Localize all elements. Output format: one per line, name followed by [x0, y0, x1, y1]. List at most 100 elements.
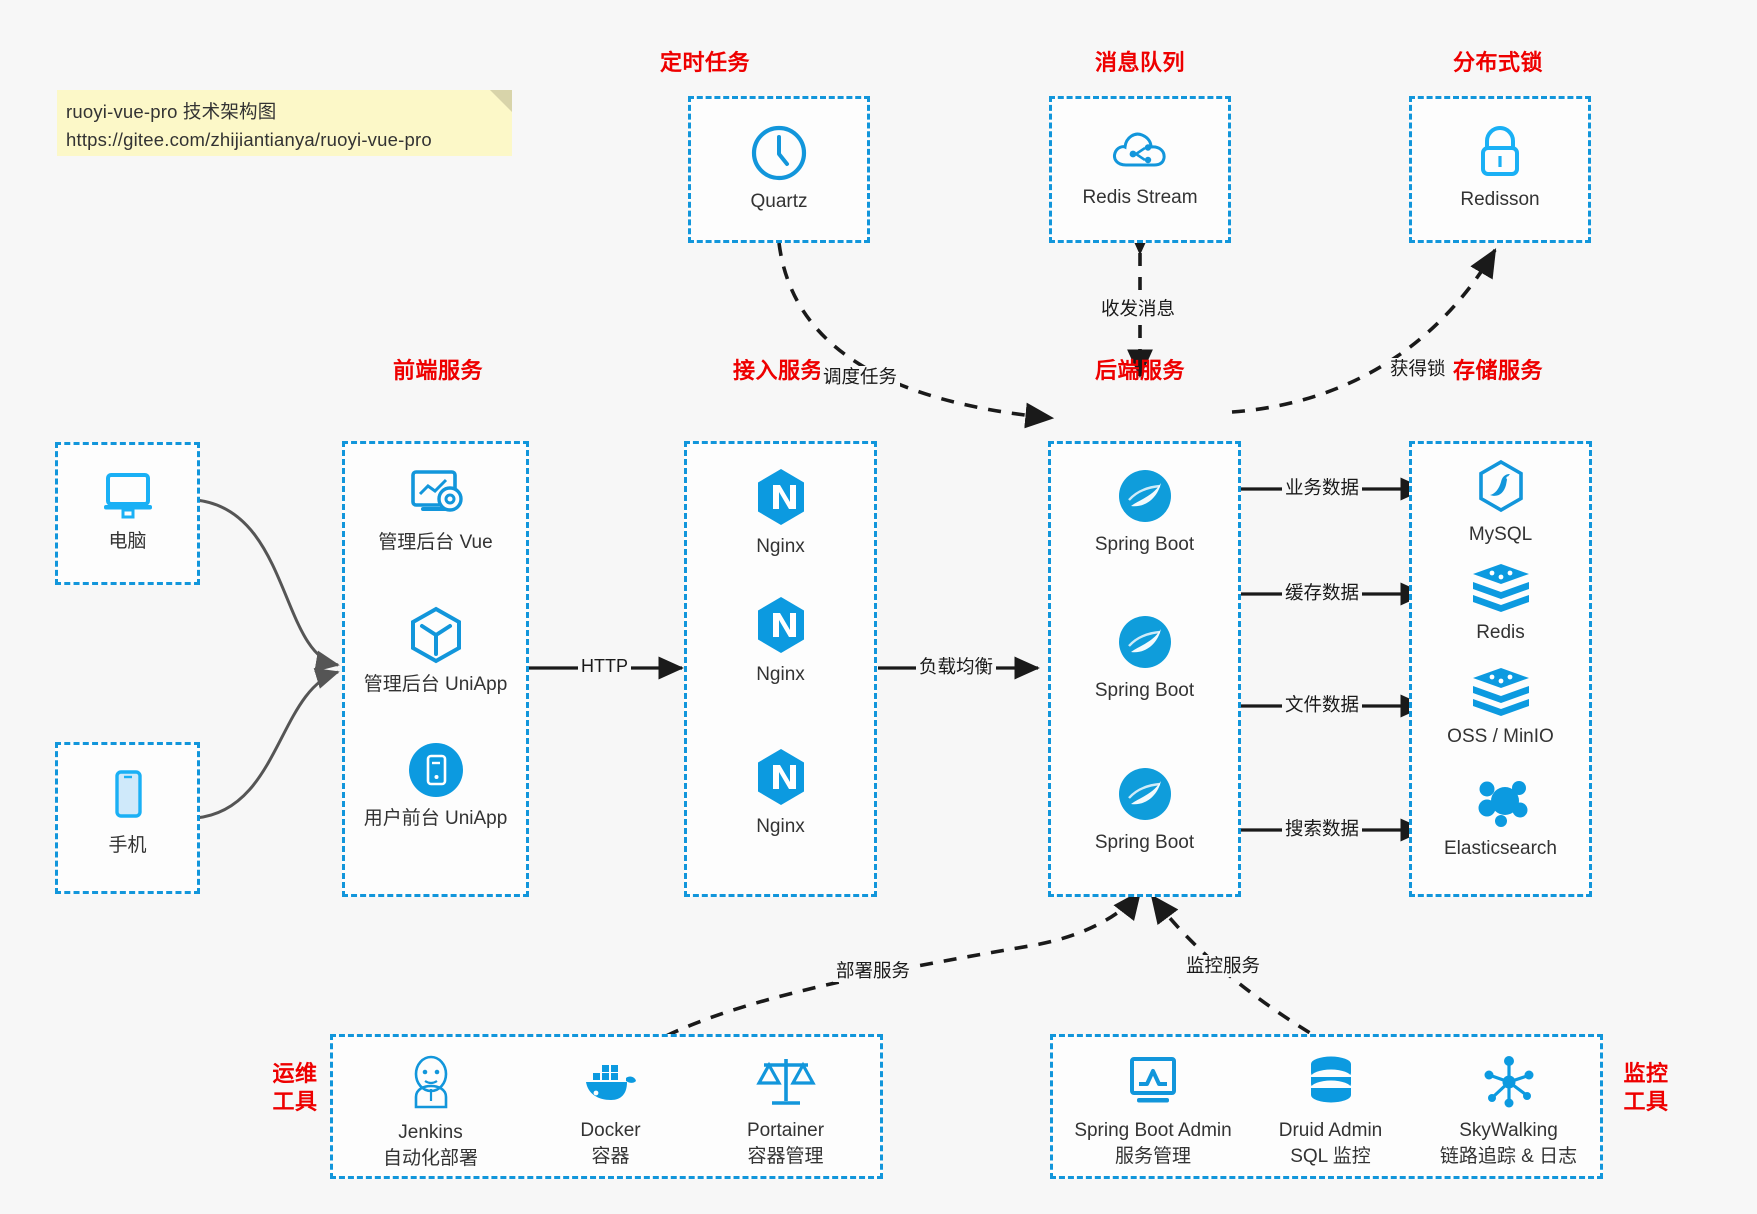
node-label: Spring Boot — [1094, 832, 1195, 853]
nginx-icon — [757, 749, 804, 805]
group-box-scheduler[interactable]: Quartz — [688, 96, 870, 243]
node-label: Jenkins — [398, 1122, 463, 1143]
node-label: Druid Admin — [1278, 1120, 1383, 1141]
node-sublabel: 容器管理 — [747, 1146, 824, 1168]
group-title-monitoring: 监控 工具 — [1610, 1060, 1682, 1116]
node-nginx-3[interactable]: Nginx — [687, 746, 874, 840]
group-title-devops-line2: 工具 — [272, 1089, 318, 1115]
node-spring-boot-1[interactable]: Spring Boot — [1051, 466, 1238, 558]
node-sublabel: 服务管理 — [1114, 1146, 1191, 1168]
node-druid-admin[interactable]: Druid Admin SQL 监控 — [1243, 1053, 1418, 1170]
spring-icon — [1118, 616, 1171, 668]
spring-icon — [1118, 470, 1171, 522]
lock-icon — [1481, 126, 1519, 176]
group-title-scheduler: 定时任务 — [659, 50, 750, 75]
node-label: OSS / MinIO — [1447, 726, 1554, 747]
group-box-frontend[interactable]: 管理后台 Vue 管理后台 UniApp 用户前台 UniApp — [342, 441, 529, 897]
node-spring-boot-2[interactable]: Spring Boot — [1051, 612, 1238, 704]
elasticsearch-icon — [1478, 781, 1527, 827]
node-spring-boot-3[interactable]: Spring Boot — [1051, 764, 1238, 856]
node-quartz[interactable]: Quartz — [691, 123, 867, 215]
docker-icon — [585, 1065, 636, 1100]
node-label: Redis Stream — [1082, 187, 1198, 208]
note-fold-corner — [490, 90, 512, 112]
node-label: Redis — [1476, 622, 1525, 643]
clock-icon — [751, 125, 807, 181]
mysql-icon — [1478, 459, 1523, 513]
node-skywalking[interactable]: SkyWalking 链路追踪 & 日志 — [1411, 1053, 1606, 1170]
node-redis[interactable]: Redis — [1412, 562, 1589, 646]
edge-label-schedule: 调度任务 — [820, 366, 901, 389]
node-sublabel: SQL 监控 — [1290, 1146, 1371, 1168]
group-box-monitoring[interactable]: Spring Boot Admin 服务管理 Druid Admin SQL 监… — [1050, 1034, 1603, 1179]
note-url: https://gitee.com/zhijiantianya/ruoyi-vu… — [66, 129, 432, 151]
node-sublabel: 容器 — [591, 1146, 630, 1168]
node-admin-uniapp[interactable]: 管理后台 UniApp — [345, 604, 526, 698]
node-label: 管理后台 Vue — [378, 532, 493, 553]
group-box-devops[interactable]: Jenkins 自动化部署 Docker 容器 — [330, 1034, 883, 1179]
node-label: Nginx — [756, 664, 805, 685]
edge-label-file-data: 文件数据 — [1282, 694, 1363, 717]
group-title-backend: 后端服务 — [1094, 358, 1185, 383]
node-jenkins[interactable]: Jenkins 自动化部署 — [343, 1053, 518, 1172]
desktop-icon — [103, 473, 152, 519]
group-title-monitoring-line1: 监控 — [1623, 1061, 1669, 1086]
node-elasticsearch[interactable]: Elasticsearch — [1412, 774, 1589, 862]
redis-icon — [1472, 564, 1529, 612]
node-label: SkyWalking — [1459, 1120, 1558, 1141]
node-label: Spring Boot — [1094, 534, 1195, 555]
group-title-storage: 存储服务 — [1452, 358, 1543, 383]
group-title-monitoring-line2: 工具 — [1623, 1089, 1669, 1115]
node-label: MySQL — [1468, 524, 1533, 545]
edge-schedule-task — [777, 242, 1055, 429]
node-label: 手机 — [108, 835, 147, 856]
group-title-devops-line1: 运维 — [272, 1061, 318, 1086]
group-title-devops: 运维 工具 — [260, 1060, 330, 1116]
node-spring-boot-admin[interactable]: Spring Boot Admin 服务管理 — [1053, 1053, 1253, 1170]
database-icon — [1310, 1056, 1351, 1103]
edge-label-messaging: 收发消息 — [1098, 298, 1179, 321]
node-label: Quartz — [750, 191, 808, 212]
node-nginx-1[interactable]: Nginx — [687, 466, 874, 560]
monitor-chart-icon — [1130, 1057, 1176, 1103]
edge-label-cache-data: 缓存数据 — [1282, 582, 1363, 605]
node-label: Nginx — [756, 816, 805, 837]
note-title: ruoyi-vue-pro 技术架构图 — [66, 101, 277, 122]
cloud-stream-icon — [1113, 132, 1166, 167]
node-redis-stream[interactable]: Redis Stream — [1052, 123, 1228, 211]
node-label: Spring Boot Admin — [1074, 1120, 1232, 1141]
group-title-mq: 消息队列 — [1094, 50, 1185, 75]
node-nginx-2[interactable]: Nginx — [687, 594, 874, 688]
node-admin-vue[interactable]: 管理后台 Vue — [345, 466, 526, 556]
node-mysql[interactable]: MySQL — [1412, 458, 1589, 548]
edge-phone-to-frontend — [195, 668, 340, 820]
node-desktop[interactable]: 电脑 — [58, 467, 197, 555]
cube-icon — [410, 606, 461, 664]
group-box-gateway[interactable]: Nginx Nginx Nginx — [684, 441, 877, 897]
scales-icon — [755, 1059, 816, 1105]
nginx-icon — [757, 469, 804, 525]
jenkins-icon — [414, 1055, 447, 1109]
sticky-note: ruoyi-vue-pro 技术架构图 https://gitee.com/zh… — [57, 90, 512, 156]
node-user-uniapp[interactable]: 用户前台 UniApp — [345, 740, 526, 832]
node-docker[interactable]: Docker 容器 — [523, 1053, 698, 1170]
edge-label-load-balance: 负载均衡 — [916, 656, 997, 679]
group-box-lock[interactable]: Redisson — [1409, 96, 1591, 243]
group-box-mq[interactable]: Redis Stream — [1049, 96, 1231, 243]
client-box-desktop[interactable]: 电脑 — [55, 442, 200, 585]
client-box-phone[interactable]: 手机 — [55, 742, 200, 894]
group-box-backend[interactable]: Spring Boot Spring Boot Spring Boot — [1048, 441, 1241, 897]
node-sublabel: 链路追踪 & 日志 — [1439, 1146, 1578, 1168]
nginx-icon — [757, 597, 804, 653]
group-box-storage[interactable]: MySQL Redis OSS / MinIO — [1409, 441, 1592, 897]
mobile-app-icon — [408, 743, 463, 797]
node-label: Redisson — [1460, 189, 1540, 210]
node-oss-minio[interactable]: OSS / MinIO — [1412, 666, 1589, 750]
node-portainer[interactable]: Portainer 容器管理 — [698, 1053, 873, 1170]
node-redisson[interactable]: Redisson — [1412, 123, 1588, 213]
phone-icon — [114, 770, 142, 818]
node-phone[interactable]: 手机 — [58, 767, 197, 859]
node-sublabel: 自动化部署 — [382, 1148, 478, 1170]
edge-label-search-data: 搜索数据 — [1282, 818, 1363, 841]
